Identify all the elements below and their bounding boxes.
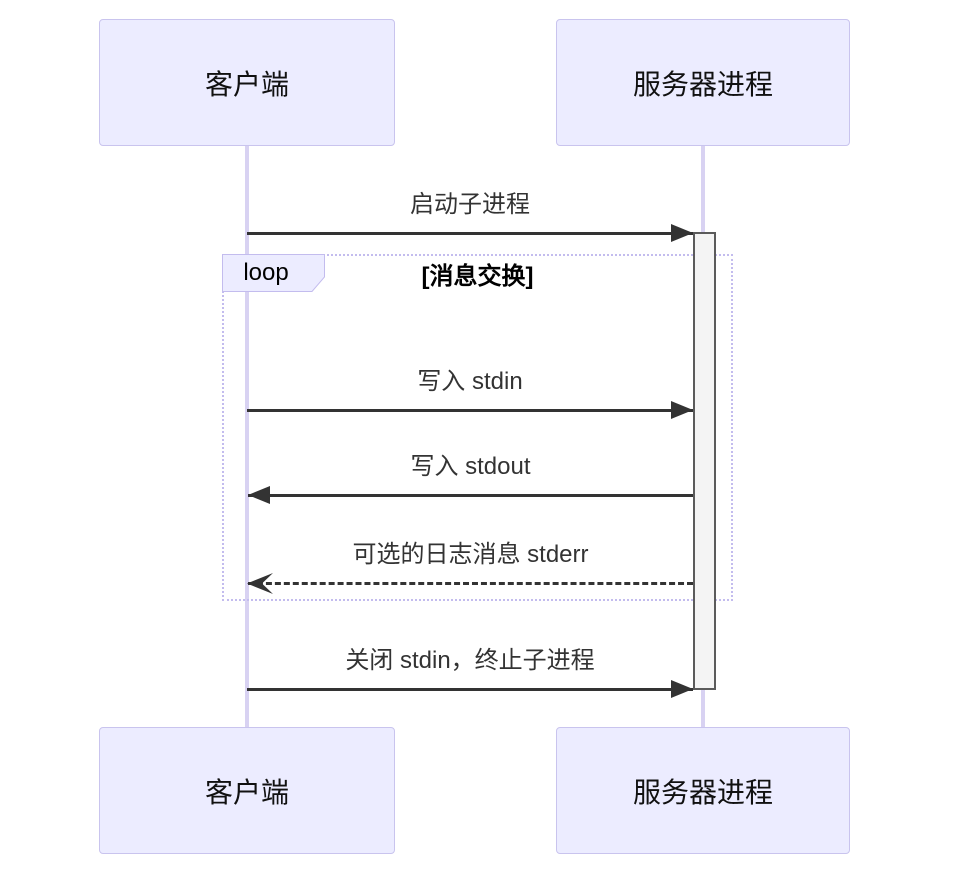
actor-box-client-top: 客户端: [99, 19, 395, 146]
message-line-dashed: [248, 582, 693, 585]
message-line: [247, 688, 693, 691]
loop-label: loop: [222, 254, 325, 292]
arrowhead-open-left-icon: [247, 573, 273, 594]
actor-box-server-bottom: 服务器进程: [556, 727, 850, 854]
message-start-subprocess: 启动子进程: [247, 185, 693, 242]
message-line: [248, 494, 693, 497]
actor-label-server-top: 服务器进程: [632, 68, 773, 100]
loop-title: [消息交换]: [421, 263, 534, 290]
message-label: 写入 stdout: [410, 453, 531, 480]
actor-box-server-top: 服务器进程: [556, 19, 850, 146]
message-stderr-log: 可选的日志消息 stderr: [247, 535, 693, 594]
message-label: 启动子进程: [410, 191, 530, 218]
actor-label-client-bottom: 客户端: [204, 776, 289, 808]
message-close-stdin-terminate: 关闭 stdin，终止子进程: [247, 641, 693, 698]
lifeline-client: [245, 146, 249, 727]
message-line: [247, 232, 693, 235]
actor-box-client-bottom: 客户端: [99, 727, 395, 854]
loop-fragment-border: [222, 254, 733, 601]
actor-label-client-top: 客户端: [204, 68, 289, 100]
actor-label-server-bottom: 服务器进程: [632, 776, 773, 808]
arrowhead-filled-left-icon: [248, 486, 270, 504]
message-line: [247, 409, 693, 412]
message-label: 可选的日志消息 stderr: [352, 541, 589, 568]
loop-keyword: loop: [243, 259, 289, 286]
arrowhead-filled-right-icon: [671, 401, 693, 419]
message-write-stdout: 写入 stdout: [248, 447, 693, 504]
activation-bar-server: [693, 232, 716, 690]
arrowhead-filled-right-icon: [671, 680, 693, 698]
arrowhead-filled-right-icon: [671, 224, 693, 242]
loop-label-shape-icon: [222, 254, 325, 292]
message-write-stdin: 写入 stdin: [247, 362, 693, 419]
message-label: 关闭 stdin，终止子进程: [345, 647, 595, 674]
message-label: 写入 stdin: [417, 368, 523, 395]
